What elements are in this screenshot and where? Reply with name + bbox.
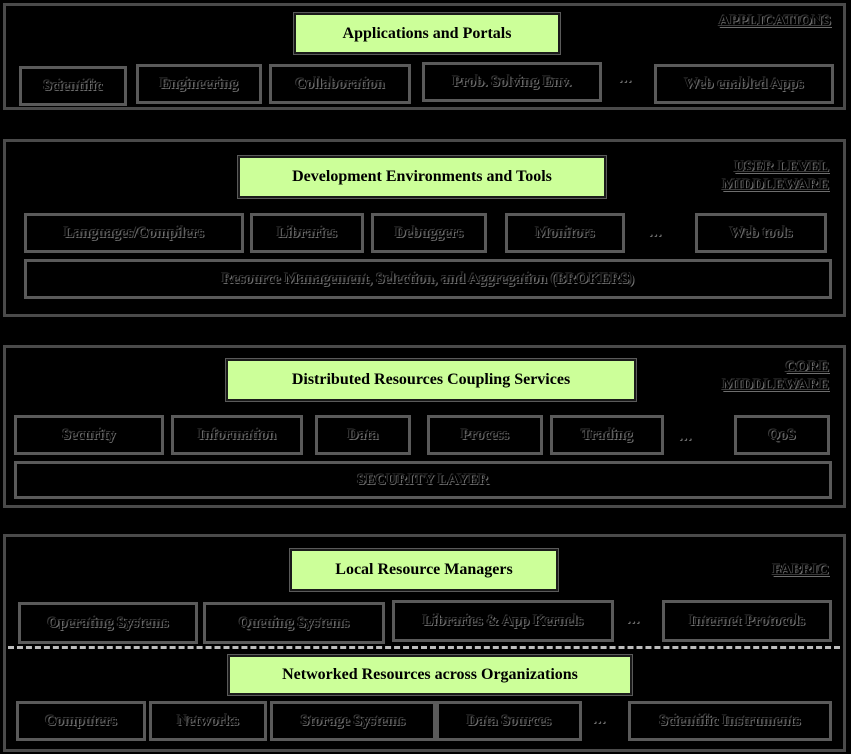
core-middleware-corner-line1: CORE	[785, 359, 829, 375]
user-box-monitors: Monitors	[505, 213, 625, 253]
user-box-brokers: Resource Management, Selection, and Aggr…	[24, 259, 832, 299]
app-box-web-enabled: Web enabled Apps	[654, 64, 834, 104]
user-box-libraries: Libraries	[250, 213, 364, 253]
fabric-box-libraries-app-kernels: Libraries & App Kernels	[392, 600, 614, 642]
fabric-box-operating-systems: Operating Systems	[18, 602, 198, 644]
applications-header: Applications and Portals	[294, 13, 560, 54]
core-middleware-header: Distributed Resources Coupling Services	[226, 359, 636, 401]
app-box-prob-solving: Prob. Solving Env.	[422, 62, 602, 102]
user-box-web-tools: Web tools	[695, 213, 827, 253]
core-middleware-corner-line2: MIDDLEWARE	[722, 377, 829, 393]
app-box-engineering: Engineering	[136, 64, 262, 104]
core-box-security-layer: SECURITY LAYER	[14, 461, 832, 499]
core-ellipsis: ...	[678, 424, 692, 444]
core-middleware-corner-label: CORE MIDDLEWARE	[722, 358, 829, 394]
user-ellipsis: ...	[648, 220, 662, 240]
fabric-box-storage-systems: Storage Systems	[270, 701, 436, 741]
fabric-box-computers: Computers	[16, 701, 146, 741]
app-ellipsis: ...	[618, 66, 632, 86]
fabric-box-internet-protocols: Internet Protocols	[662, 600, 832, 642]
fabric-ellipsis-2: ...	[592, 707, 606, 727]
fabric-networked-header: Networked Resources across Organizations	[228, 655, 632, 695]
fabric-box-networks: Networks	[149, 701, 267, 741]
fabric-box-data-sources: Data Sources	[436, 701, 582, 741]
core-middleware-layer: Distributed Resources Coupling Services …	[3, 345, 846, 508]
fabric-header: Local Resource Managers	[290, 549, 558, 591]
fabric-corner-label: FABRIC	[772, 562, 829, 578]
user-box-debuggers: Debuggers	[371, 213, 487, 253]
user-middleware-layer: Development Environments and Tools USER …	[3, 139, 846, 317]
applications-layer: Applications and Portals APPLICATIONS Sc…	[3, 3, 846, 110]
core-box-trading: Trading	[550, 415, 664, 455]
app-box-scientific: Scientific	[19, 66, 127, 106]
user-middleware-corner-label: USER LEVEL MIDDLEWARE	[722, 158, 829, 194]
user-box-languages: Languages/Compilers	[24, 213, 244, 253]
core-box-qos: QoS	[734, 415, 830, 455]
user-middleware-corner-line1: USER LEVEL	[734, 159, 829, 175]
fabric-dashed-divider	[8, 646, 840, 649]
fabric-box-queuing-systems: Queuing Systems	[203, 602, 385, 644]
core-box-process: Process	[427, 415, 543, 455]
core-box-data: Data	[315, 415, 411, 455]
core-box-information: Information	[171, 415, 303, 455]
user-middleware-corner-line2: MIDDLEWARE	[722, 177, 829, 193]
applications-corner-label: APPLICATIONS	[718, 13, 831, 29]
fabric-layer: Local Resource Managers FABRIC Operating…	[3, 534, 846, 752]
fabric-ellipsis: ...	[626, 607, 640, 627]
app-box-collaboration: Collaboration	[269, 64, 411, 104]
user-middleware-header: Development Environments and Tools	[238, 156, 606, 198]
fabric-box-scientific-instruments: Scientific Instruments	[628, 701, 832, 741]
core-box-security: Security	[14, 415, 164, 455]
